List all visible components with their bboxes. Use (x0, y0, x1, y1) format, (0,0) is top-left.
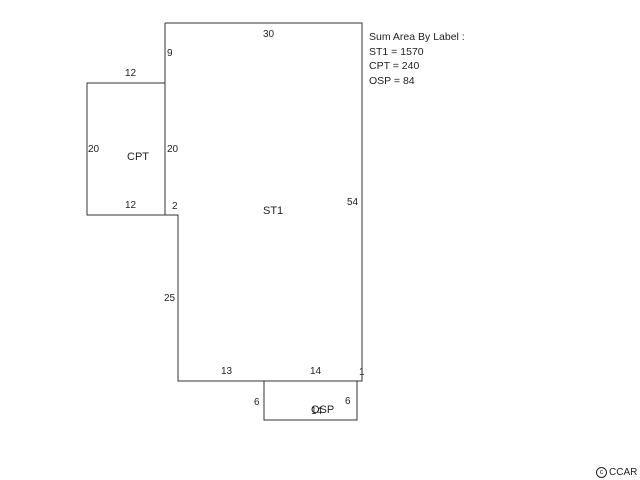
summary-line-osp: OSP = 84 (369, 74, 415, 87)
dim-top: 30 (263, 29, 275, 40)
dim-cpt-top: 12 (125, 68, 137, 79)
dim-osp-right: 6 (345, 396, 351, 407)
dim-bottom-tick: 1 (359, 367, 365, 378)
st1-outline (164, 22, 363, 382)
label-cpt: CPT (127, 151, 149, 163)
dim-bottom-right: 14 (310, 366, 322, 377)
dim-st1-right: 54 (347, 197, 359, 208)
cpt-outline (86, 82, 165, 216)
copyright-icon: c (596, 467, 607, 478)
dim-step: 2 (172, 201, 178, 212)
dim-osp-bottom: 14 (311, 406, 323, 417)
summary-line-st1: ST1 = 1570 (369, 45, 424, 58)
dim-bottom-left: 13 (221, 366, 233, 377)
dim-st1-left-lower: 25 (164, 293, 176, 304)
summary-line-cpt: CPT = 240 (369, 60, 420, 72)
area-summary: Sum Area By Label : ST1 = 1570 CPT = 240… (369, 30, 465, 88)
dim-cpt-left: 20 (88, 144, 100, 155)
dim-st1-left-upper: 9 (167, 48, 173, 59)
label-st1: ST1 (263, 205, 283, 217)
dim-st1-left-mid: 20 (167, 144, 179, 155)
dim-cpt-bottom: 12 (125, 200, 137, 211)
summary-title: Sum Area By Label : (369, 31, 465, 43)
label-osp: OSP (311, 404, 334, 416)
osp-outline (263, 381, 358, 421)
dim-osp-left: 6 (254, 397, 260, 408)
credit-text: CCAR (609, 467, 638, 478)
